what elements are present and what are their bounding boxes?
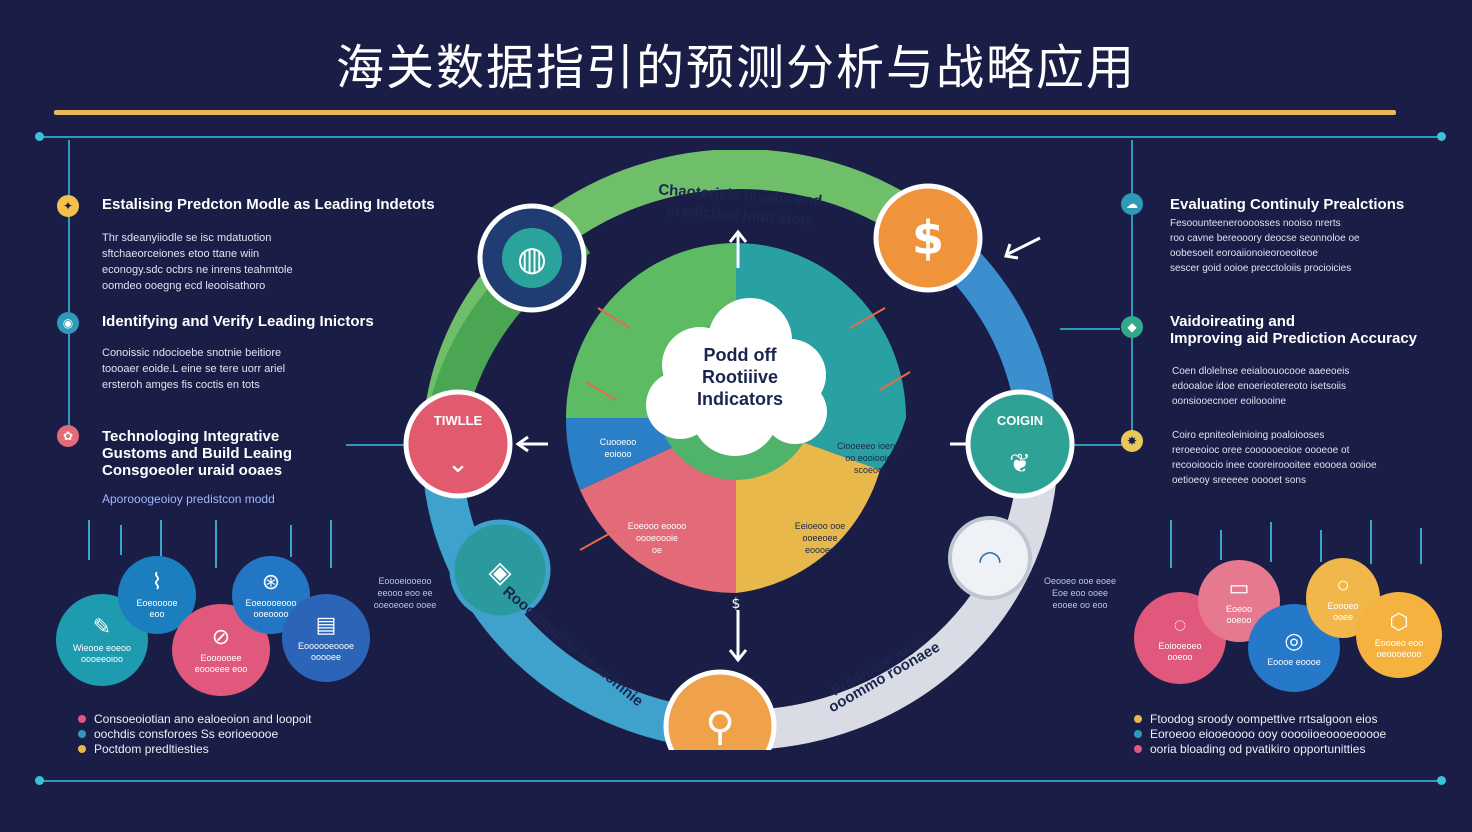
- pie-label-pink: Eoeooo eoooo oooeoooie oe: [627, 521, 687, 555]
- right-connector: [1072, 444, 1128, 446]
- tag-icon: ⊘: [211, 624, 231, 649]
- right-section-1-body: Fesoounteeneroooosses nooiso nrerts roo …: [1170, 218, 1360, 274]
- node-left: [403, 389, 513, 499]
- diamond-icon: ◆: [1121, 316, 1143, 338]
- left-tick-1: [88, 520, 90, 560]
- left-section-1-body: Thr sdeanyiiodle se isc mdatuotion sftch…: [102, 232, 293, 292]
- coin-icon: $: [732, 596, 741, 612]
- frame-bottom-line: [40, 780, 1440, 782]
- node-left-label: TIWLLE: [434, 413, 483, 428]
- left-tick-3: [160, 520, 162, 556]
- right-rail: [1131, 140, 1133, 450]
- left-tick-6: [330, 520, 332, 568]
- globe-icon: ◌: [1173, 612, 1187, 637]
- left-section-1-heading: Estalising Predcton Modle as Leading Ind…: [102, 196, 435, 213]
- node-right: [965, 389, 1075, 499]
- chevron-down-icon: ⌄: [447, 449, 469, 479]
- right-note-1: Ftoodog sroody oompettive rrtsalgoon eio…: [1134, 712, 1444, 727]
- right-mid-label: Oeooeo ooe eoee Eoe eoo ooee eooee oo eo…: [1043, 576, 1117, 610]
- search-icon: ⚲: [705, 704, 734, 750]
- right-tick-3: [1270, 522, 1272, 562]
- hexagon-icon: ⬡: [1389, 609, 1409, 634]
- left-rail: [68, 140, 70, 440]
- ring-segment-grey: [737, 449, 1058, 750]
- frame-dot-tr: [1437, 132, 1446, 141]
- right-section-3-body: Coiro epniteoleinioing poaloiooses reroe…: [1172, 430, 1377, 486]
- node-top-right: [873, 183, 983, 293]
- globe-icon: ◍: [517, 239, 547, 279]
- left-bubble-5: ▤Eoooooeoooe ooooee: [282, 594, 370, 682]
- left-note-2: oochdis consforoes Ss eorioeoooe: [78, 727, 378, 742]
- left-note-3: Poctdom predltiesties: [78, 742, 378, 757]
- right-tick-5: [1370, 520, 1372, 564]
- dollar-icon: $: [912, 211, 944, 265]
- left-bubble-1: ✎Wieooe eoeoo oooeeoioo: [56, 594, 148, 686]
- left-note-1: Consoeoiotian ano ealoeoion and loopoit: [78, 712, 378, 727]
- right-section-2-heading: Vaidoireating and Improving aid Predicti…: [1170, 313, 1418, 347]
- left-notes: Consoeoiotian ano ealoeoion and loopoit …: [78, 712, 378, 757]
- left-section-2-body: Conoissic ndocioebe snotnie beitiore too…: [102, 347, 286, 391]
- left-connector: [346, 444, 406, 446]
- right-note-2: Eoroeoo eiooeoooo ooy ooooiioeoooeooooe: [1134, 727, 1444, 742]
- leaf-icon: ❦: [1009, 449, 1031, 479]
- pie-label-teal: Ciooeeeo ioenoo oo eooiooiee scoeooe: [836, 441, 906, 475]
- container-icon: ▤: [315, 612, 337, 637]
- right-connector-2: [1060, 328, 1120, 330]
- left-tick-5: [290, 525, 292, 557]
- handshake-icon: ✎: [92, 614, 112, 639]
- right-tick-4: [1320, 530, 1322, 562]
- right-section-2-body: Coen dlolelnse eeialoouocooe aaeeoeis ed…: [1172, 366, 1350, 407]
- node-bottom: [663, 669, 777, 750]
- left-section-3-heading: Technologing Integrative Gustoms and Bui…: [102, 428, 293, 479]
- right-section-1-heading: Evaluating Continuly Prealctions: [1170, 196, 1405, 213]
- frame-dot-tl: [35, 132, 44, 141]
- page-title: 海关数据指引的预测分析与战略应用: [335, 40, 1136, 96]
- title-rule: [54, 110, 1396, 115]
- right-tick-1: [1170, 520, 1172, 568]
- pie-label-yellow: Eeioeoo ooe ooeeoee eoooee: [794, 521, 846, 555]
- shield-icon: ◈: [488, 555, 511, 590]
- right-notes: Ftoodog sroody oompettive rrtsalgoon eio…: [1134, 712, 1444, 757]
- left-section-2-heading: Identifying and Verify Leading Inictors: [102, 313, 374, 330]
- lightbulb-icon: ✦: [57, 195, 79, 217]
- central-cycle-diagram: $ ◍ ⚲ ⌄ ❦ ◈ ◠ $ TIWLLE COIGIN Chaoterisi…: [403, 150, 1075, 750]
- right-note-3: ooria bloading od pvatikiro opportunitti…: [1134, 742, 1444, 757]
- target-icon: ◎: [1284, 627, 1304, 653]
- document-icon: ▭: [1228, 575, 1250, 600]
- cart-icon: ⊛: [261, 569, 281, 594]
- right-tick-6: [1420, 528, 1422, 564]
- right-bubble-5: ⬡Eoooeo eoo oeoooeooo: [1356, 592, 1442, 678]
- cloud-shape: [646, 298, 827, 456]
- gear-icon: ✿: [57, 425, 79, 447]
- star-icon: ✸: [1121, 430, 1143, 452]
- node-right-label: COIGIN: [997, 413, 1043, 428]
- left-mid-label: Eoooeiooeoo eeooo eoo ee ooeoeoeo ooee: [373, 576, 437, 610]
- right-tick-2: [1220, 530, 1222, 560]
- node-bottom-right: [948, 516, 1032, 600]
- right-bubble-3: ◎Eoooe eoooe: [1248, 604, 1340, 692]
- left-section-3-body: Aporooogeoioy predistcon modd: [102, 492, 275, 506]
- frame-dot-br: [1437, 776, 1446, 785]
- frame-top-line: [40, 136, 1440, 138]
- globe-icon: ◉: [57, 312, 79, 334]
- frame-dot-bl: [35, 776, 44, 785]
- node-bottom-left: [449, 519, 551, 621]
- left-tick-4: [215, 520, 217, 568]
- ring-icon: ○: [1336, 572, 1350, 597]
- cloud-title: Podd off Rootiiive Indicators: [696, 345, 784, 409]
- pie-label-green: Cuooeoo eoiooo: [599, 437, 637, 459]
- cloud-icon: ☁: [1121, 193, 1143, 215]
- dish-icon: ◠: [978, 544, 1002, 577]
- chart-icon: ⌇: [151, 569, 163, 594]
- left-tick-2: [120, 525, 122, 555]
